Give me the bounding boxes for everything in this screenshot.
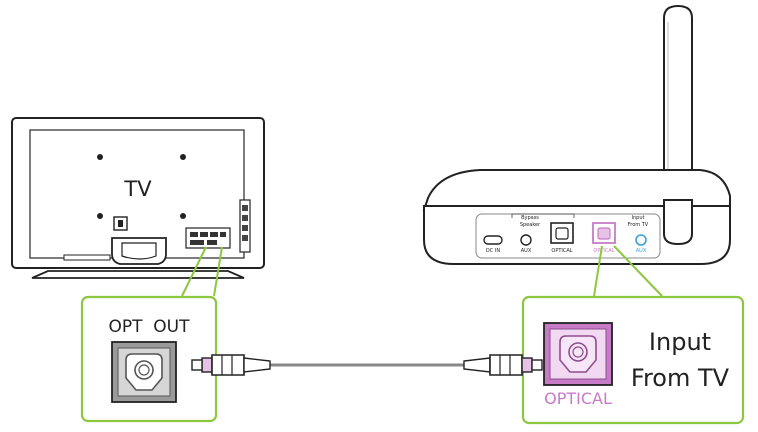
receiver-callout-port-label: OPTICAL — [544, 389, 612, 408]
input-aux-label: AUX — [636, 248, 647, 254]
bypass-aux-port — [520, 234, 532, 246]
tv: TV — [11, 117, 265, 279]
receiver-callout-line2: From TV — [631, 364, 730, 392]
receiver-callout-line1: Input — [649, 328, 711, 356]
bypass-aux-label: AUX — [521, 248, 532, 254]
optical-cable — [191, 354, 543, 376]
tv-stand-base — [31, 270, 245, 279]
input-aux-port — [635, 234, 647, 246]
bypass-label: Bypass — [521, 215, 539, 221]
dc-in-label: DC IN — [486, 248, 500, 254]
receiver-callout-leader — [593, 245, 603, 297]
opt-out-label: OPT OUT — [108, 317, 190, 337]
bypass-optical-port — [550, 222, 574, 244]
bypass-optical-label: OPTICAL — [551, 248, 572, 254]
tv-screw — [97, 213, 103, 219]
tv-screw — [180, 154, 186, 160]
tv-screw — [97, 154, 103, 160]
tv-callout-leader — [181, 246, 207, 297]
dc-in-port — [483, 235, 503, 245]
tv-screw — [180, 213, 186, 219]
receiver: DC IN Bypass Speaker AUX OPTICAL Input F… — [422, 4, 731, 265]
receiver-top — [422, 169, 731, 211]
receiver-callout-leader — [613, 245, 663, 297]
input-optical-label: OPTICAL — [593, 248, 614, 254]
input-label: Input — [632, 215, 645, 221]
speaker-label: Speaker — [520, 222, 541, 228]
tv-bottom-vent — [63, 254, 111, 261]
cable-plug-right — [521, 357, 533, 373]
from-tv-label: From TV — [628, 222, 649, 228]
cable-plug-left — [201, 357, 213, 373]
tv-callout-leader — [213, 246, 223, 297]
tv-title: TV — [123, 177, 152, 201]
